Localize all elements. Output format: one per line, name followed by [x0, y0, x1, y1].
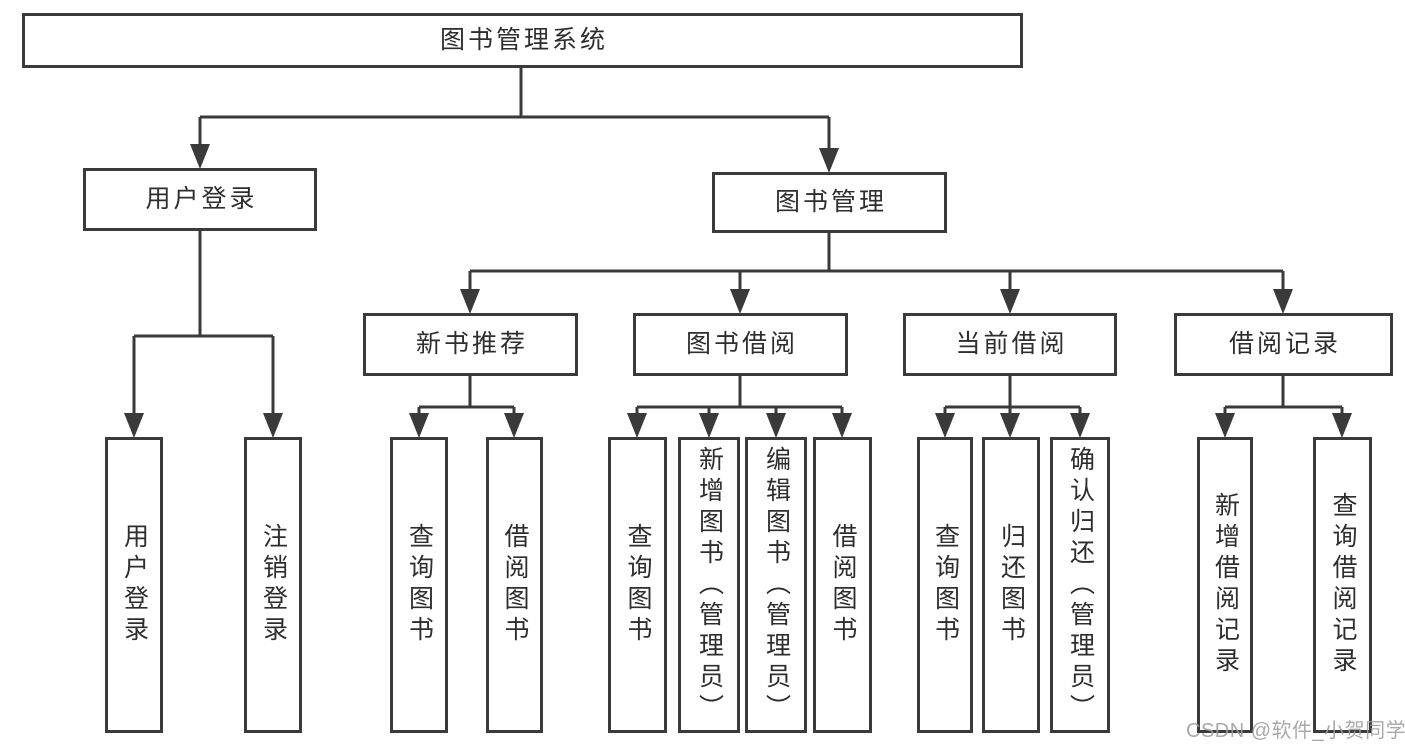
leaf-borrow-books: 借阅图书 — [813, 437, 872, 733]
connector-current-borrow-children — [935, 376, 1090, 438]
leaf-label: 查询借阅记录 — [1329, 492, 1357, 678]
leaf-edit-books-admin: 编辑图书（管理员） — [745, 437, 807, 733]
leaf-borrow-books-recommend: 借阅图书 — [486, 437, 543, 733]
connector-book-mgmt-children — [460, 233, 1293, 314]
node-label: 新书推荐 — [415, 330, 528, 358]
connector-borrow-records-children — [1215, 376, 1352, 438]
leaf-label: 查询图书 — [931, 523, 960, 647]
leaf-label: 借阅图书 — [501, 523, 529, 647]
leaf-label: 确认归还（管理员） — [1066, 445, 1095, 725]
watermark: CSDN @软件_小贺同学 — [1186, 720, 1405, 742]
leaf-query-books-borrowing: 查询图书 — [608, 437, 667, 733]
leaf-label: 归还图书 — [997, 523, 1026, 647]
leaf-query-borrow-record: 查询借阅记录 — [1313, 437, 1372, 733]
leaf-label: 借阅图书 — [829, 523, 857, 647]
node-label: 当前借阅 — [955, 330, 1068, 358]
leaf-label: 用户登录 — [120, 523, 149, 647]
leaf-label: 查询图书 — [624, 523, 652, 647]
node-book-management: 图书管理 — [712, 172, 947, 233]
node-label: 图书借阅 — [685, 330, 798, 358]
leaf-label: 查询图书 — [405, 523, 434, 647]
node-new-book-recommend: 新书推荐 — [363, 313, 578, 376]
node-library-system: 图书管理系统 — [22, 13, 1023, 68]
leaf-label: 新增借阅记录 — [1211, 492, 1240, 678]
leaf-label: 新增图书（管理员） — [695, 445, 724, 725]
node-label: 借阅记录 — [1228, 330, 1341, 358]
leaf-label: 注销登录 — [259, 523, 288, 647]
node-label: 用户登录 — [145, 185, 258, 213]
leaf-add-borrow-record: 新增借阅记录 — [1197, 437, 1253, 733]
leaf-query-books-recommend: 查询图书 — [390, 437, 448, 733]
node-label: 图书管理系统 — [439, 26, 608, 54]
leaf-query-books-current: 查询图书 — [917, 437, 973, 733]
connector-book-borrow-children — [627, 376, 852, 438]
leaf-return-books: 归还图书 — [982, 437, 1040, 733]
connector-new-book-rec-children — [409, 376, 524, 438]
leaf-logout-login: 注销登录 — [244, 437, 302, 733]
leaf-confirm-return-admin: 确认归还（管理员） — [1050, 437, 1110, 733]
leaf-label: 编辑图书（管理员） — [762, 445, 791, 725]
node-borrowing-records: 借阅记录 — [1174, 313, 1393, 376]
node-current-borrowing: 当前借阅 — [903, 313, 1117, 376]
node-book-borrowing: 图书借阅 — [633, 313, 848, 376]
leaf-add-books-admin: 新增图书（管理员） — [678, 437, 740, 733]
connector-user-login-children — [124, 231, 283, 438]
leaf-user-login: 用户登录 — [105, 437, 163, 733]
connector-root-to-level2 — [190, 68, 839, 173]
node-user-login: 用户登录 — [83, 168, 317, 231]
node-label: 图书管理 — [774, 188, 887, 216]
